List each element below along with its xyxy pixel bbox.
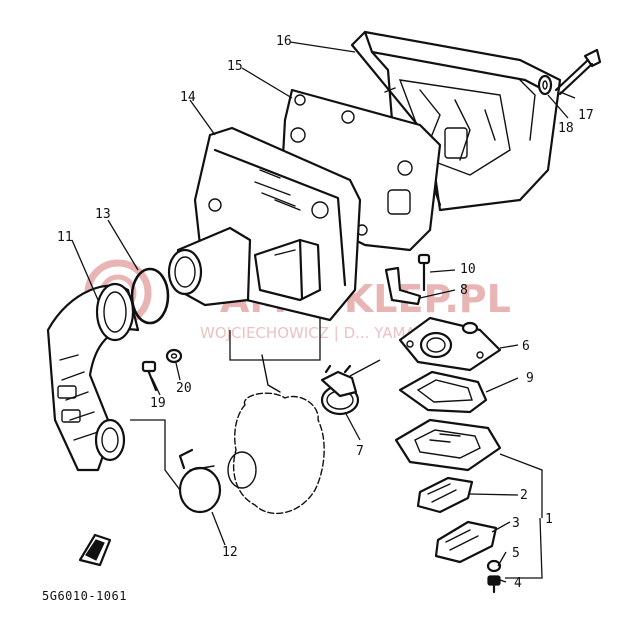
callout-14: 14 bbox=[180, 90, 196, 105]
callout-labels: 16 15 14 13 11 17 18 10 8 6 9 7 2 1 3 5 … bbox=[57, 34, 594, 591]
reed-valve-body bbox=[394, 418, 502, 472]
gasket-9 bbox=[398, 370, 488, 414]
callout-18: 18 bbox=[558, 121, 574, 136]
callout-6: 6 bbox=[522, 339, 530, 354]
stamp-part bbox=[78, 533, 112, 567]
callout-15: 15 bbox=[227, 59, 243, 74]
callout-9: 9 bbox=[526, 371, 534, 386]
band-clamp-7 bbox=[320, 364, 360, 416]
callout-8: 8 bbox=[460, 283, 468, 298]
callout-1: 1 bbox=[545, 512, 553, 527]
washer-18 bbox=[537, 74, 553, 96]
intake-hose-11 bbox=[46, 282, 140, 472]
bolt-10 bbox=[417, 253, 431, 292]
bracket-8 bbox=[384, 266, 422, 306]
callout-10: 10 bbox=[460, 262, 476, 277]
callout-7: 7 bbox=[356, 444, 364, 459]
airbox-body bbox=[167, 126, 362, 322]
screw-4 bbox=[487, 575, 501, 594]
hose-clamp-12 bbox=[178, 448, 222, 514]
reed-stopper-3 bbox=[434, 520, 498, 564]
callout-17: 17 bbox=[578, 108, 594, 123]
leader-lines bbox=[71, 41, 576, 583]
callout-13: 13 bbox=[95, 207, 111, 222]
watermark-subtitle: WOJCIECHOWICZ | D... YAMAHA bbox=[200, 324, 438, 342]
diagram-code: 5G6010-1061 bbox=[42, 589, 127, 603]
callout-2: 2 bbox=[520, 488, 528, 503]
joint-6 bbox=[398, 316, 502, 372]
callout-16: 16 bbox=[276, 34, 292, 49]
callout-5: 5 bbox=[512, 546, 520, 561]
callout-12: 12 bbox=[222, 545, 238, 560]
bolt-17 bbox=[554, 48, 602, 96]
callout-3: 3 bbox=[512, 516, 520, 531]
o-ring-13 bbox=[130, 267, 170, 325]
washer-5 bbox=[486, 559, 502, 573]
callout-11: 11 bbox=[57, 230, 73, 245]
crankcase-outline bbox=[227, 354, 325, 515]
washer-20 bbox=[165, 348, 183, 364]
callout-19: 19 bbox=[150, 396, 166, 411]
callout-20: 20 bbox=[176, 381, 192, 396]
screw-19 bbox=[141, 360, 158, 392]
reed-2 bbox=[416, 476, 474, 514]
callout-4: 4 bbox=[514, 576, 522, 591]
